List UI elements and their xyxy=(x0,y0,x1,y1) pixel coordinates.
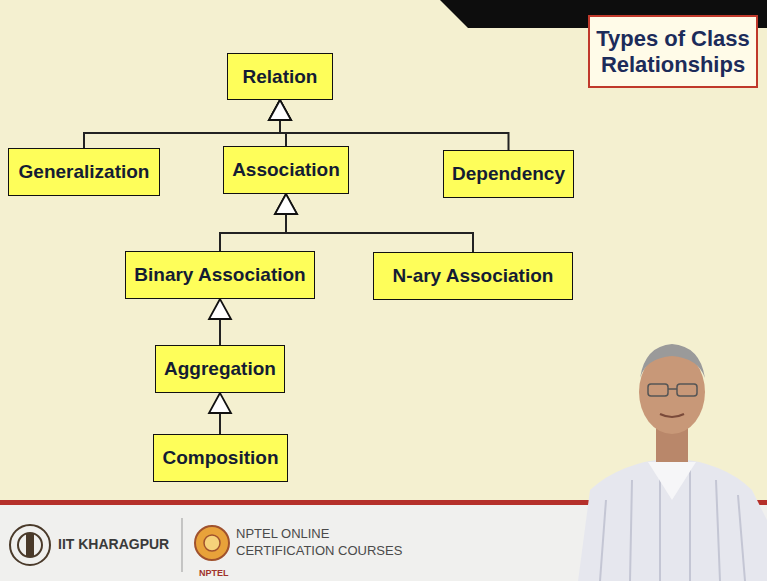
connector-line xyxy=(286,214,473,252)
footer-text: CERTIFICATION COURSES xyxy=(236,543,402,558)
class-box: N-ary Association xyxy=(373,252,573,300)
connector-line xyxy=(219,413,221,434)
class-name: N-ary Association xyxy=(393,265,554,287)
generalization-head xyxy=(275,194,297,214)
class-name: Generalization xyxy=(19,161,150,183)
generalization-head xyxy=(269,100,291,120)
slide-title: Types of Class Relationships xyxy=(590,26,756,77)
generalization-head xyxy=(275,194,297,214)
class-box: Generalization xyxy=(8,148,160,196)
class-box: Aggregation xyxy=(155,345,285,393)
class-box: Composition xyxy=(153,434,288,482)
class-box: Association xyxy=(223,146,349,194)
generalization-connector xyxy=(209,393,231,434)
generalization-connector xyxy=(84,100,291,148)
generalization-connector xyxy=(275,194,473,252)
class-box: Binary Association xyxy=(125,251,315,299)
generalization-head xyxy=(269,100,291,120)
title-box: Types of Class Relationships xyxy=(588,15,758,88)
generalization-head xyxy=(209,299,231,319)
connector-line xyxy=(220,214,286,251)
class-box: Dependency xyxy=(443,150,574,198)
generalization-head xyxy=(269,100,291,120)
presenter-figure xyxy=(578,344,767,581)
connector-line xyxy=(219,319,221,345)
generalization-connector xyxy=(269,100,509,150)
class-name: Composition xyxy=(162,447,278,469)
class-name: Aggregation xyxy=(164,358,276,380)
generalization-head xyxy=(209,393,231,413)
connector-line xyxy=(84,120,280,148)
footer-text: NPTEL ONLINE xyxy=(236,526,329,541)
logo-text: NPTEL xyxy=(199,568,229,578)
generalization-connector xyxy=(209,299,231,345)
nptel-logo xyxy=(195,526,229,560)
class-box: Relation xyxy=(227,53,333,100)
class-name: Association xyxy=(232,159,340,181)
class-name: Binary Association xyxy=(134,264,305,286)
footer-text: IIT KHARAGPUR xyxy=(58,536,169,552)
class-name: Relation xyxy=(243,66,318,88)
class-name: Dependency xyxy=(452,163,565,185)
footer-divider xyxy=(182,518,183,572)
iit-logo xyxy=(10,525,50,565)
